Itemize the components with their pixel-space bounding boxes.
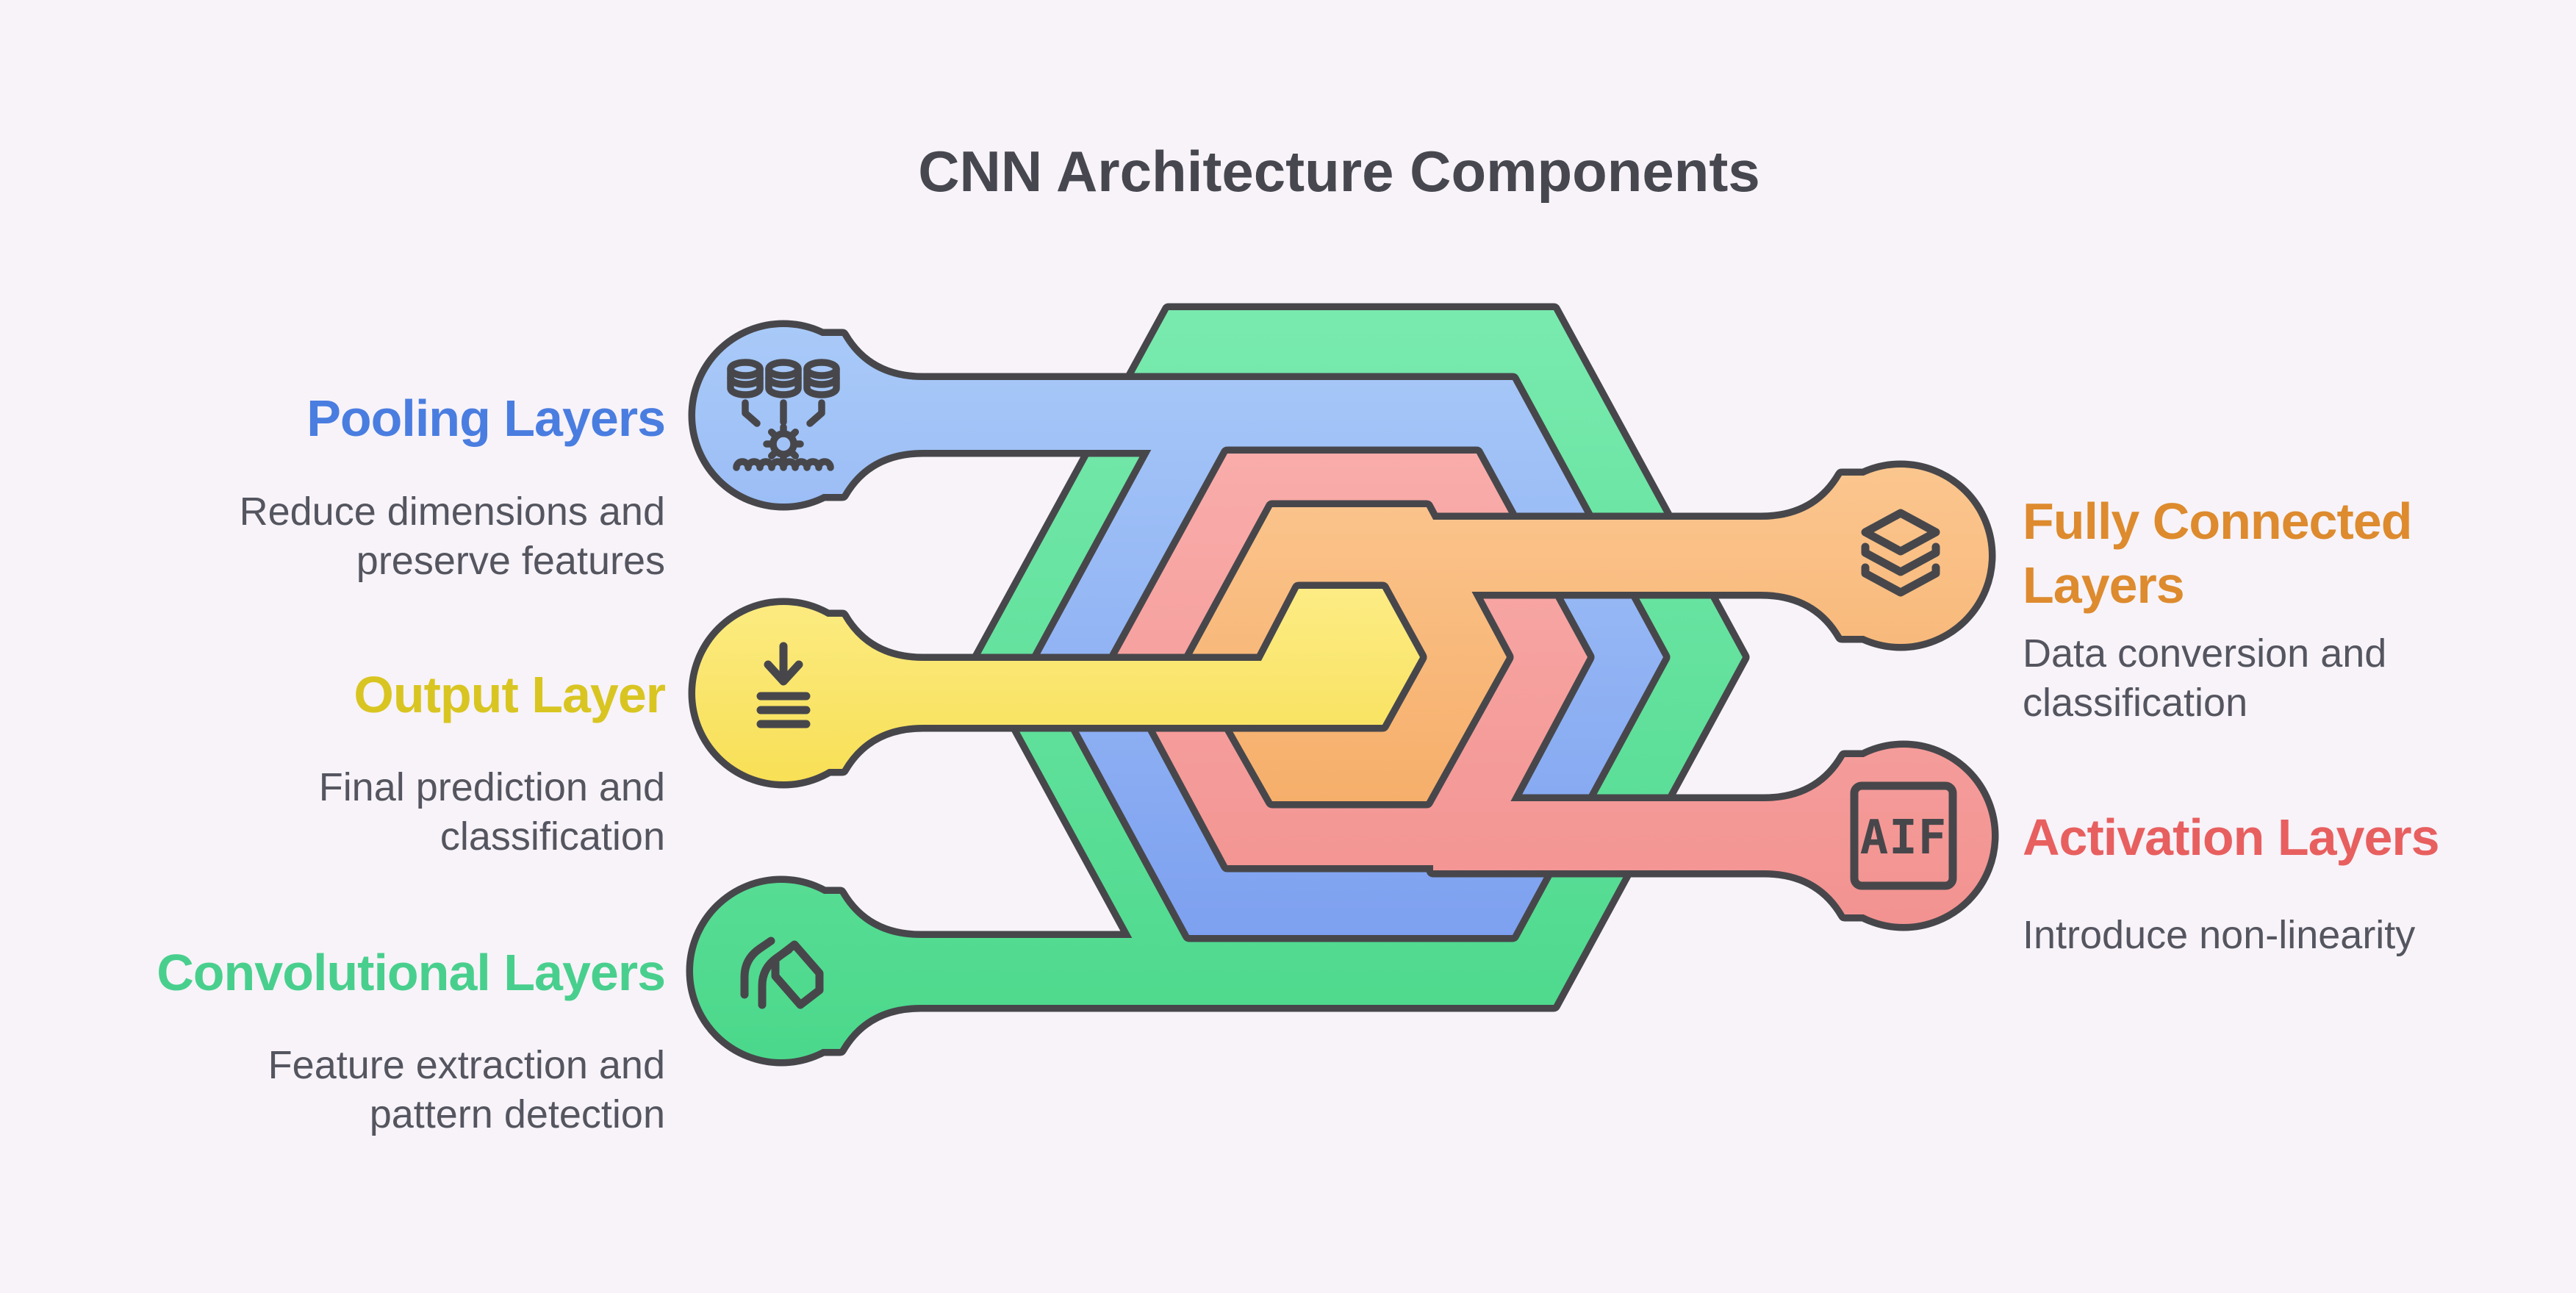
activation-icon: AIF: [1850, 781, 1957, 890]
convolutional-desc-line2: pattern detection: [370, 1092, 665, 1136]
output-label: Output Layer: [354, 666, 665, 723]
page-title: CNN Architecture Components: [918, 139, 1760, 204]
fully-connected-desc-line2: classification: [2023, 681, 2247, 725]
pooling-desc-line1: Reduce dimensions and: [240, 490, 665, 534]
pooling-icon: [727, 359, 840, 471]
fully-connected-icon: [1861, 509, 1940, 597]
pooling-label: Pooling Layers: [306, 390, 665, 447]
convolutional-icon: [740, 936, 824, 1009]
convolutional-label: Convolutional Layers: [157, 944, 665, 1001]
fully-connected-label-line2: Layers: [2023, 556, 2184, 614]
output-icon: [756, 642, 811, 728]
pooling-desc-line2: preserve features: [356, 539, 665, 583]
activation-label: Activation Layers: [2023, 809, 2439, 866]
convolutional-desc-line1: Feature extraction and: [268, 1043, 665, 1087]
fully-connected-label-line1: Fully Connected: [2023, 493, 2411, 550]
output-desc-line2: classification: [440, 814, 665, 859]
fully-connected-desc-line1: Data conversion and: [2023, 631, 2386, 676]
activation-badge-text: AIF: [1860, 811, 1948, 865]
activation-desc-line1: Introduce non-linearity: [2023, 913, 2415, 957]
output-desc-line1: Final prediction and: [319, 765, 665, 809]
